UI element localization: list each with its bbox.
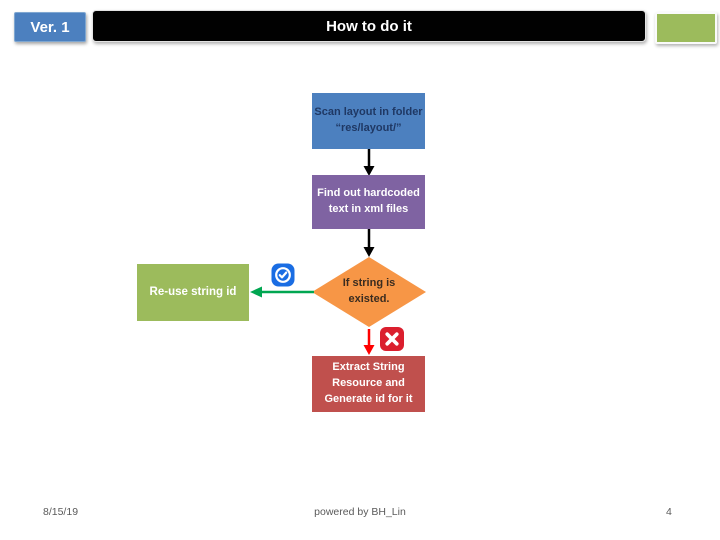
footer-date: 8/15/19 <box>43 506 79 518</box>
arrow-no-red <box>363 329 375 355</box>
node-scan-layout: Scan layout in folder “res/layout/” <box>312 93 425 149</box>
node-find-hardcoded: Find out hardcoded text in xml files <box>312 175 425 229</box>
footer-page-number: 4 <box>666 506 672 518</box>
check-icon <box>271 263 295 287</box>
arrow-yes-green <box>250 286 314 298</box>
arrow-find-to-decision <box>363 229 375 257</box>
arrow-scan-to-find <box>363 149 375 176</box>
cross-icon <box>380 327 404 351</box>
node-reuse-string: Re-use string id <box>137 264 249 321</box>
slide-title: How to do it <box>326 17 412 35</box>
corner-accent-box <box>655 12 717 44</box>
decision-label: If string is existed. <box>342 277 396 305</box>
node-extract-resource: Extract String Resource and Generate id … <box>312 356 425 412</box>
version-badge: Ver. 1 <box>14 12 86 42</box>
slide-title-banner: How to do it <box>92 10 646 42</box>
diamond-shape <box>312 257 426 327</box>
decision-diamond: If string is existed. <box>311 256 427 328</box>
footer-credit: powered by BH_Lin <box>314 506 406 518</box>
